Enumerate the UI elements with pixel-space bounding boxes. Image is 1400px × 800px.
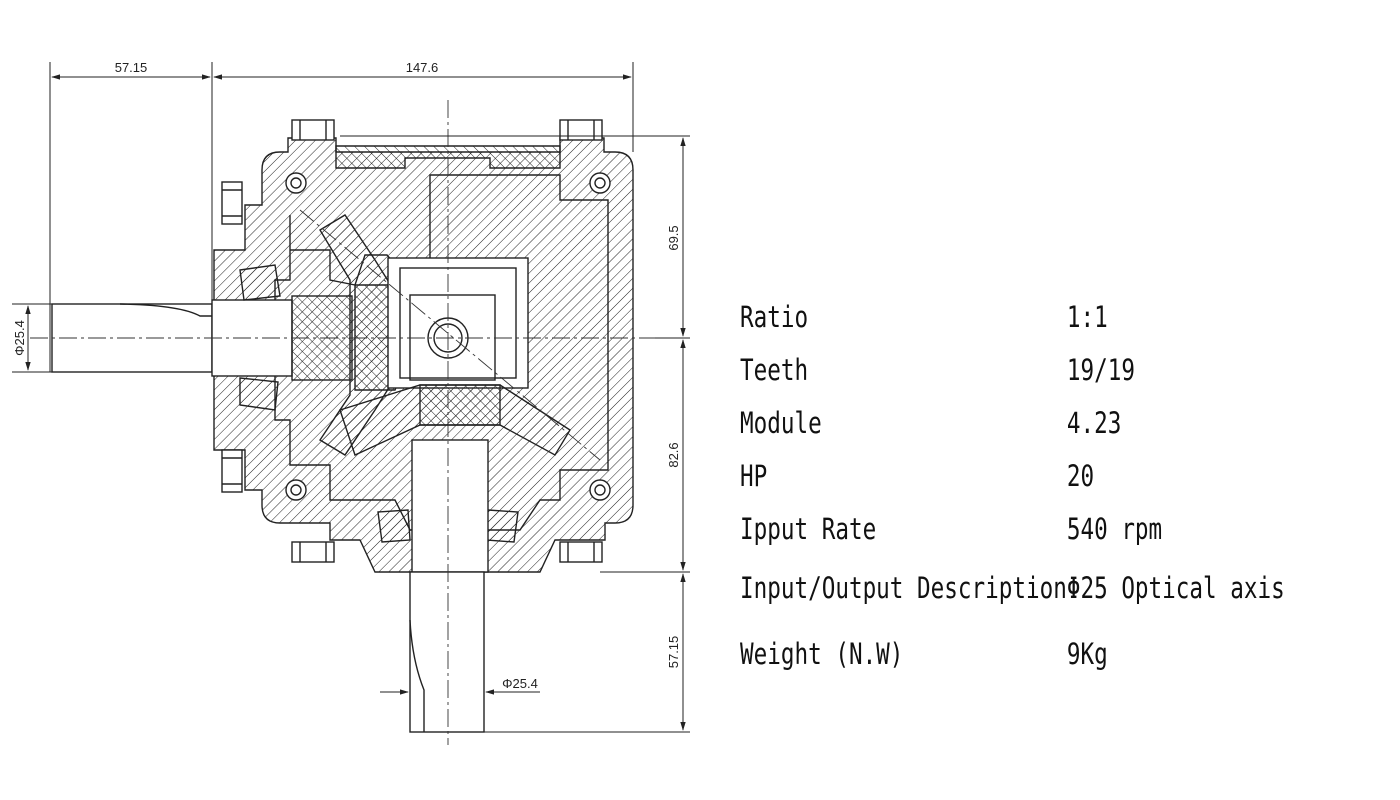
bolt-left-upper [221, 181, 243, 225]
lower-bearing-left [377, 509, 411, 543]
spec-label: Input/Output Description [740, 571, 1067, 605]
spec-value: 4.23 [1066, 405, 1122, 440]
spec-value: 20 [1066, 458, 1095, 493]
bolt-top-left [291, 119, 335, 141]
output-shaft [409, 571, 485, 733]
dim-lower-height: 82.6 [666, 442, 681, 467]
spec-value: Φ25 Optical axis [1066, 571, 1285, 605]
dim-bottom-shaft-diameter: Φ25.4 [502, 676, 538, 691]
spec-value: 540 rpm [1066, 511, 1163, 546]
spec-label: Teeth [740, 352, 809, 387]
dim-bottom-shaft-length: 57.15 [666, 636, 681, 669]
spec-value: 1:1 [1066, 299, 1108, 334]
spec-value: 9Kg [1066, 637, 1108, 671]
bolt-top-right [559, 119, 603, 141]
spec-row: Weight (N.W) 9Kg [740, 621, 1285, 687]
bolt-bottom-right [559, 541, 603, 563]
lower-bearing-right [485, 509, 519, 543]
bolt-left-lower [221, 449, 243, 493]
spec-label: Ipput Rate [740, 511, 877, 546]
spec-label: Weight (N.W) [740, 637, 904, 671]
bolt-hole-br [589, 479, 611, 501]
spec-row: Ipput Rate 540 rpm [740, 502, 1285, 555]
dim-upper-height: 69.5 [666, 225, 681, 250]
dim-left-shaft-length: 57.15 [115, 60, 148, 75]
top-cover [335, 145, 561, 169]
left-bearing-upper [239, 264, 281, 301]
spec-row: HP 20 [740, 449, 1285, 502]
spec-row: Teeth 19/19 [740, 343, 1285, 396]
spec-table: Ratio 1:1 Teeth 19/19 Module 4.23 HP 20 … [740, 290, 1285, 687]
dim-left-shaft-diameter: Φ25.4 [12, 320, 27, 356]
spec-label: Ratio [740, 299, 809, 334]
bolt-hole-bl [285, 479, 307, 501]
spec-row: Input/Output Description Φ25 Optical axi… [740, 555, 1285, 621]
bolt-bottom-left [291, 541, 335, 563]
spec-label: HP [740, 458, 768, 493]
spec-value: 19/19 [1066, 352, 1135, 387]
spec-row: Ratio 1:1 [740, 290, 1285, 343]
spec-label: Module [740, 405, 822, 440]
spec-row: Module 4.23 [740, 396, 1285, 449]
dim-housing-width: 147.6 [406, 60, 439, 75]
bolt-hole-tl [285, 172, 307, 194]
bolt-hole-tr [589, 172, 611, 194]
left-bearing-lower [239, 377, 279, 411]
